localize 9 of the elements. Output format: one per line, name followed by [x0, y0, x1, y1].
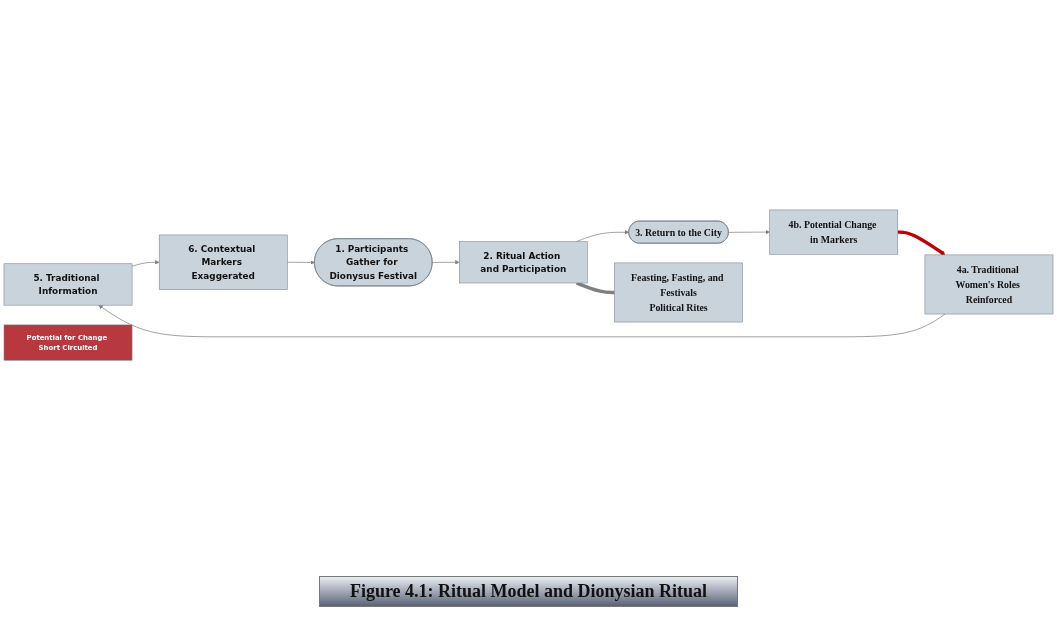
node-box: 5. Traditional Information: [3, 263, 133, 306]
node-box: 4b. Potential Change in Markers: [769, 209, 899, 255]
node-box: 4a. Traditional Women's Roles Reinforced: [924, 254, 1054, 315]
figure-caption: Figure 4.1: Ritual Model and Dionysian Ritual: [318, 576, 739, 607]
node-box: 2. Ritual Action and Participation: [459, 241, 588, 284]
node-box: Feasting, Fasting, and Festivals Political Rites: [614, 262, 743, 323]
connector: [575, 281, 615, 295]
arrow: [897, 230, 946, 256]
node-box: 6. Contextual Markers Exaggerated: [158, 234, 288, 290]
